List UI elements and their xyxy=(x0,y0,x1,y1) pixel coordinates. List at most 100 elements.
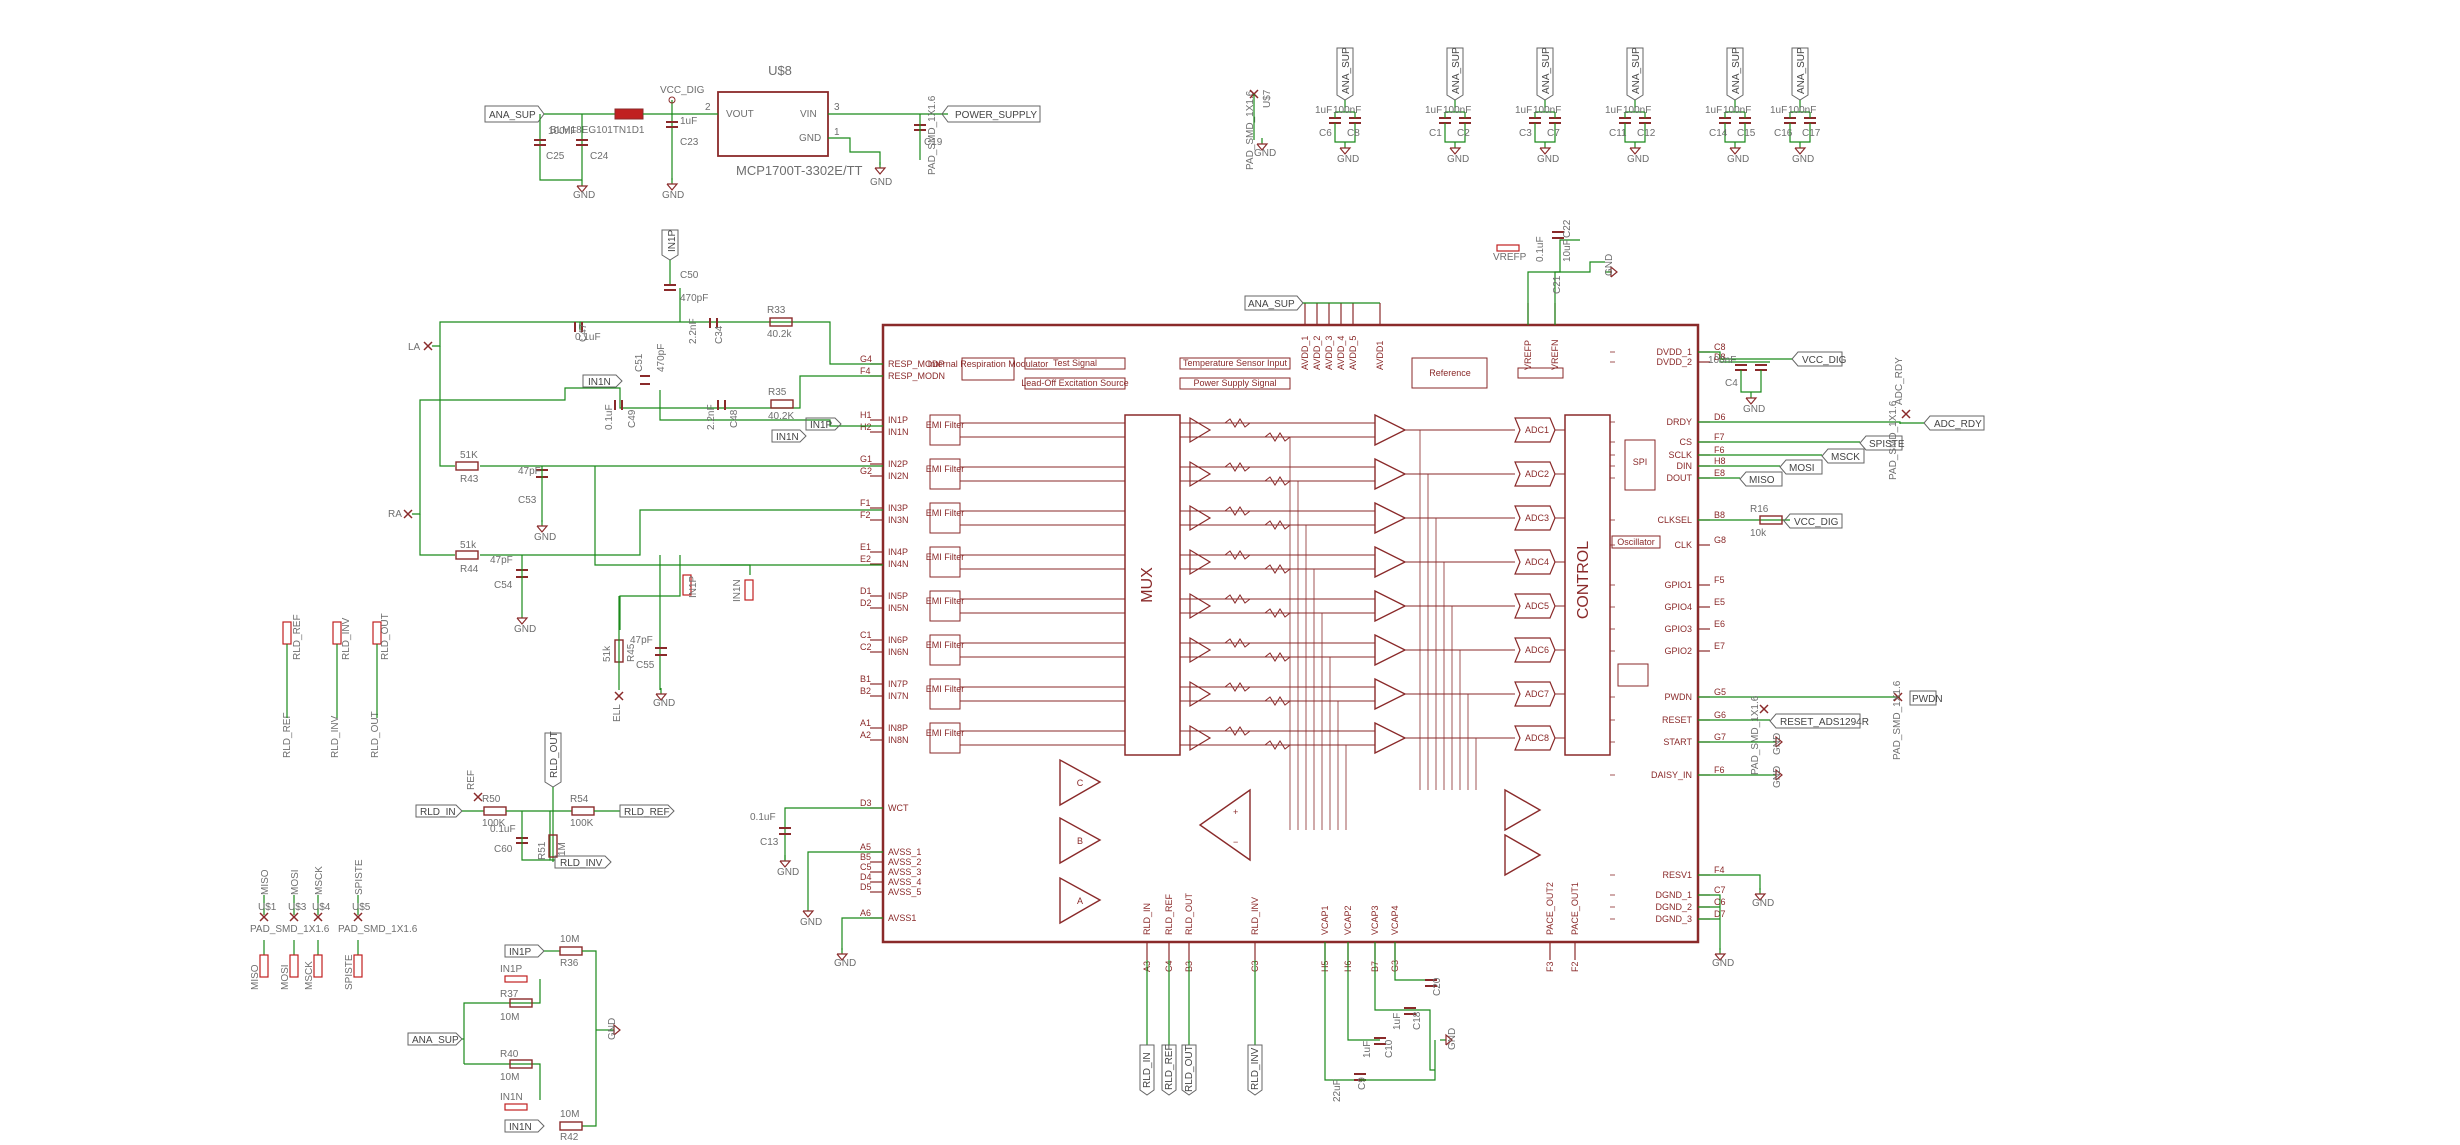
c23-value: 1uF xyxy=(680,116,697,127)
reset-pad-label: PAD_SMD_1X1.6 xyxy=(1750,695,1761,775)
adc-pin-number: E6 xyxy=(1714,619,1725,629)
ana-sup-flag-adc: ANA_SUP xyxy=(1248,299,1295,310)
adc-pin-label: CS xyxy=(1679,437,1692,447)
r51-value: 1M xyxy=(557,842,568,856)
emi-filter xyxy=(929,722,961,754)
c18-value: 1uF xyxy=(1392,1013,1403,1030)
adc-pin-label: AVSS_3 xyxy=(888,867,921,877)
adc-pin-label: SCLK xyxy=(1668,450,1692,460)
c9-value: 22uF xyxy=(1332,1079,1343,1102)
r43-value: 51K xyxy=(460,450,478,461)
adc-pin-label: AVSS_1 xyxy=(888,847,921,857)
wct-c-label: C xyxy=(1077,778,1084,788)
ads1294r-chip: MUX CONTROL xyxy=(881,323,1700,944)
wct-amplifiers: C B A + − xyxy=(1059,758,1542,925)
svg-text:−: − xyxy=(1233,837,1238,847)
adc-converter-label: ADC8 xyxy=(1525,733,1549,743)
emi-filter-label: EMI Filter xyxy=(926,508,965,518)
c34-value: 2.2nF xyxy=(688,318,699,344)
c51-value: 470pF xyxy=(656,344,667,372)
r36-value: 10M xyxy=(560,934,579,945)
pwdn-flag: PWDN xyxy=(1912,694,1943,705)
pad-refdes: U$4 xyxy=(312,902,331,913)
adc-pin-number: G8 xyxy=(1714,535,1726,545)
adc-pin-label: AVSS1 xyxy=(888,913,916,923)
r50-value: 100K xyxy=(482,818,506,829)
adc-converter xyxy=(1514,417,1556,443)
adc-pin-label: PACE_OUT1 xyxy=(1570,882,1580,935)
adc-pin-number: G5 xyxy=(1714,687,1726,697)
adc-pin-label: PACE_OUT2 xyxy=(1545,882,1555,935)
r44-value: 51k xyxy=(460,540,477,551)
ldo-gnd-net: GND xyxy=(870,177,892,188)
reference-label: Reference xyxy=(1429,368,1471,378)
adc-pin-number: H8 xyxy=(1714,456,1726,466)
avss-gnd: GND xyxy=(800,917,822,928)
bias-in1n-flag: IN1N xyxy=(509,1122,532,1133)
adc-pin-label: IN2N xyxy=(888,471,909,481)
pad-net-bottom: SPISTE xyxy=(344,954,355,990)
decap-gnd: GND xyxy=(1727,154,1749,165)
decap-value: 1uF xyxy=(1315,105,1332,116)
adc-pin-label: IN2P xyxy=(888,459,908,469)
decap-refdes: C16 xyxy=(1774,128,1793,139)
adc-pin-label: DAISY_IN xyxy=(1651,770,1692,780)
adc-converter xyxy=(1514,637,1556,663)
adc-pin-number: C8 xyxy=(1714,342,1726,352)
emi-filter xyxy=(929,502,961,534)
adc-pin-label: DVDD_1 xyxy=(1656,347,1692,357)
ldo-vcc-dig: VCC_DIG xyxy=(660,85,705,96)
r35-value: 40.2K xyxy=(768,411,794,422)
r16-refdes: R16 xyxy=(1750,504,1769,515)
ana-sup-flag-ldo: ANA_SUP xyxy=(489,110,536,121)
adc-converter-label: ADC2 xyxy=(1525,469,1549,479)
c19-refdes: C19 xyxy=(924,137,943,148)
adc-pin-label: VCAP4 xyxy=(1390,905,1400,935)
rld-inv-pad: RLD_INV xyxy=(341,617,352,660)
adc-pin-label: IN7P xyxy=(888,679,908,689)
in1n-test-label: IN1N xyxy=(732,579,743,602)
daisy-gnd: GND xyxy=(1772,766,1783,788)
adc-pin-label: PWDN xyxy=(1665,692,1693,702)
c25-refdes: C25 xyxy=(546,151,565,162)
u7-refdes: U$7 xyxy=(1262,89,1273,108)
decap-value: 1uF xyxy=(1770,105,1787,116)
rld-ref-flag: RLD_REF xyxy=(624,807,670,818)
decap-value-2: 100nF xyxy=(1788,105,1816,116)
pad-refdes: U$3 xyxy=(288,902,307,913)
ana-sup-flag-text: ANA_SUP xyxy=(1731,47,1742,94)
emi-filter xyxy=(929,634,961,666)
emi-filter xyxy=(929,546,961,578)
adc-pin-label: IN3N xyxy=(888,515,909,525)
adc-pin-number: D3 xyxy=(860,798,872,808)
inner-blocks: Internal Respiration Modulator Test Sign… xyxy=(928,357,1661,687)
adc-bottom-pins: RLD_INA3RLD_REFC4RLD_OUTB3RLD_INVC3VCAP1… xyxy=(1142,882,1580,1045)
rld-out-pad-net: RLD_OUT xyxy=(370,711,381,758)
c23-refdes: C23 xyxy=(680,137,699,148)
adc-pin-label: RESET xyxy=(1662,715,1693,725)
pad-net-top: SPISTE xyxy=(354,859,365,895)
adc-converter xyxy=(1514,593,1556,619)
adc-converter xyxy=(1514,725,1556,751)
pad-net-bottom: MOSI xyxy=(280,964,291,990)
adc-pin-label: AVDD_4 xyxy=(1336,336,1346,370)
vref-gnd: GND xyxy=(1604,254,1615,276)
emi-filter-label: EMI Filter xyxy=(926,596,965,606)
ferrite-bead xyxy=(614,108,644,120)
adc-rdy-pad-label: PAD_SMD_1X1.6 xyxy=(1888,400,1899,480)
ldo-pin2: 2 xyxy=(705,102,711,113)
c49-value: 0.1uF xyxy=(604,404,615,430)
decap-value: 1uF xyxy=(1515,105,1532,116)
mux-block xyxy=(1124,414,1181,756)
decap-gnd: GND xyxy=(1337,154,1359,165)
ra-label: RA xyxy=(388,509,402,520)
ldo-part: MCP1700T-3302E/TT xyxy=(736,163,863,178)
adc-pin-number: F5 xyxy=(1714,575,1725,585)
wct-b-label: B xyxy=(1077,836,1083,846)
adc-pin-number: G4 xyxy=(860,354,872,364)
decap-refdes: C11 xyxy=(1609,128,1627,139)
vcap-gnd: GND xyxy=(1447,1028,1458,1050)
pad-net-top: MOSI xyxy=(290,869,301,895)
adc-pin-label: VCAP3 xyxy=(1370,905,1380,935)
